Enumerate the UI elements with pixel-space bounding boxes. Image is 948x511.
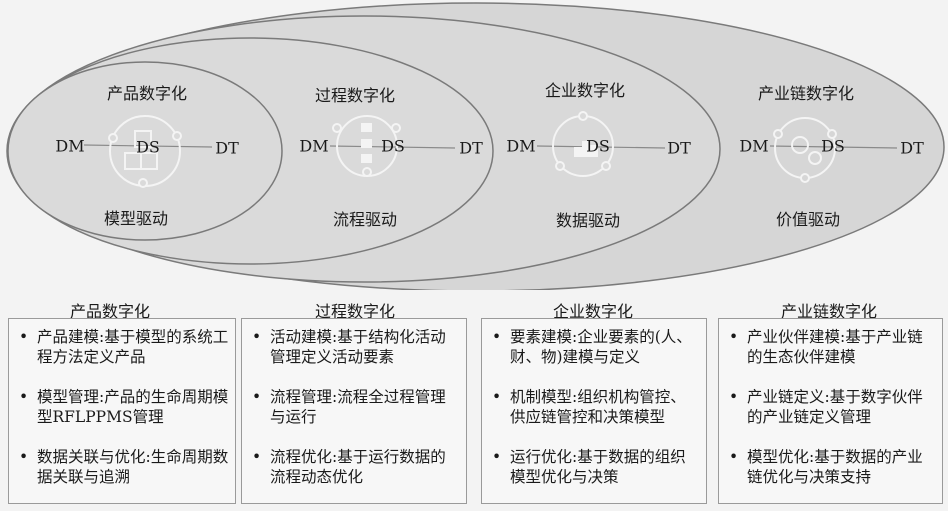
bullet: •	[252, 328, 262, 346]
bullet: •	[729, 328, 739, 346]
list-item: • 要素建模:企业要素的(人、财、物)建模与定义	[488, 327, 700, 367]
panel-industry-chain: • 产业伙伴建模:基于产业链的生态伙伴建模 • 产业链定义:基于数字伙伴的产业链定义…	[718, 318, 943, 504]
stage-driver-process: 流程驱动	[332, 210, 398, 229]
list-item: • 模型优化:基于数据的产业链优化与决策支持	[725, 447, 936, 487]
label-dm: DM	[506, 136, 536, 156]
bullet: •	[729, 448, 739, 466]
label-dt: DT	[900, 138, 924, 158]
item-text: 产业伙伴建模:基于产业链的生态伙伴建模	[747, 328, 923, 366]
stage-title-industry-chain: 产业链数字化	[757, 84, 855, 103]
stage-driver-enterprise: 数据驱动	[555, 211, 621, 230]
process-flow-icon	[332, 115, 401, 177]
label-dt: DT	[667, 138, 691, 158]
list-item: • 机制模型:组织机构管控、供应链管控和决策模型	[488, 387, 700, 427]
bullet: •	[19, 448, 29, 466]
item-text: 运行优化:基于数据的组织模型优化与决策	[510, 448, 686, 486]
stage-title-process: 过程数字化	[314, 86, 396, 105]
item-text: 数据关联与优化:生命周期数据关联与追溯	[37, 448, 229, 486]
list-item: • 流程优化:基于运行数据的流程动态优化	[248, 447, 460, 487]
list-item: • 数据关联与优化:生命周期数据关联与追溯	[15, 447, 229, 487]
label-dm: DM	[55, 136, 85, 156]
bullet: •	[492, 388, 502, 406]
list-item: • 模型管理:产品的生命周期模型RFLPPMS管理	[15, 387, 229, 427]
label-dt: DT	[459, 138, 483, 158]
gears-icon	[773, 117, 837, 183]
stage-title-product: 产品数字化	[106, 84, 188, 103]
stage-driver-product: 模型驱动	[103, 209, 169, 228]
panel-title-product: 产品数字化	[69, 302, 151, 321]
ellipse-product	[7, 61, 283, 241]
bullet: •	[492, 328, 502, 346]
stage-driver-industry-chain: 价值驱动	[775, 210, 841, 229]
list-item: • 流程管理:流程全过程管理与运行	[248, 387, 460, 427]
bullet: •	[19, 328, 29, 346]
list-item: • 产业链定义:基于数字伙伴的产业链定义管理	[725, 387, 936, 427]
bullet: •	[252, 448, 262, 466]
label-dt: DT	[215, 138, 239, 158]
bullet: •	[729, 388, 739, 406]
cubes-icon	[108, 115, 182, 188]
stage-title-enterprise: 企业数字化	[544, 81, 626, 100]
item-text: 产业链定义:基于数字伙伴的产业链定义管理	[747, 388, 923, 426]
item-text: 活动建模:基于结构化活动管理定义活动要素	[270, 328, 446, 366]
item-text: 流程优化:基于运行数据的流程动态优化	[270, 448, 446, 486]
bullet: •	[19, 388, 29, 406]
bullet: •	[252, 388, 262, 406]
label-ds: DS	[136, 137, 160, 157]
panel-process: • 活动建模:基于结构化活动管理定义活动要素 • 流程管理:流程全过程管理与运行 •…	[241, 318, 467, 504]
nested-ellipses	[6, 2, 945, 290]
label-dm: DM	[739, 136, 769, 156]
item-text: 产品建模:基于模型的系统工程方法定义产品	[37, 328, 229, 366]
list-item: • 运行优化:基于数据的组织模型优化与决策	[488, 447, 700, 487]
panel-enterprise: • 要素建模:企业要素的(人、财、物)建模与定义 • 机制模型:组织机构管控、供应链…	[481, 318, 707, 504]
item-text: 要素建模:企业要素的(人、财、物)建模与定义	[510, 328, 692, 366]
panel-title-enterprise: 企业数字化	[552, 302, 634, 321]
panel-product: • 产品建模:基于模型的系统工程方法定义产品 • 模型管理:产品的生命周期模型RFL…	[8, 318, 236, 504]
item-text: 模型优化:基于数据的产业链优化与决策支持	[747, 448, 923, 486]
panel-title-process: 过程数字化	[314, 302, 396, 321]
bullet: •	[492, 448, 502, 466]
item-text: 流程管理:流程全过程管理与运行	[270, 388, 446, 426]
label-dm: DM	[299, 136, 329, 156]
list-item: • 产品建模:基于模型的系统工程方法定义产品	[15, 327, 229, 367]
panel-title-industry-chain: 产业链数字化	[780, 302, 878, 321]
label-ds: DS	[381, 136, 405, 156]
list-item: • 活动建模:基于结构化活动管理定义活动要素	[248, 327, 460, 367]
list-item: • 产业伙伴建模:基于产业链的生态伙伴建模	[725, 327, 936, 367]
label-ds: DS	[821, 136, 845, 156]
item-text: 机制模型:组织机构管控、供应链管控和决策模型	[510, 388, 686, 426]
org-chart-icon	[552, 111, 614, 177]
label-ds: DS	[586, 136, 610, 156]
item-text: 模型管理:产品的生命周期模型RFLPPMS管理	[37, 388, 229, 426]
